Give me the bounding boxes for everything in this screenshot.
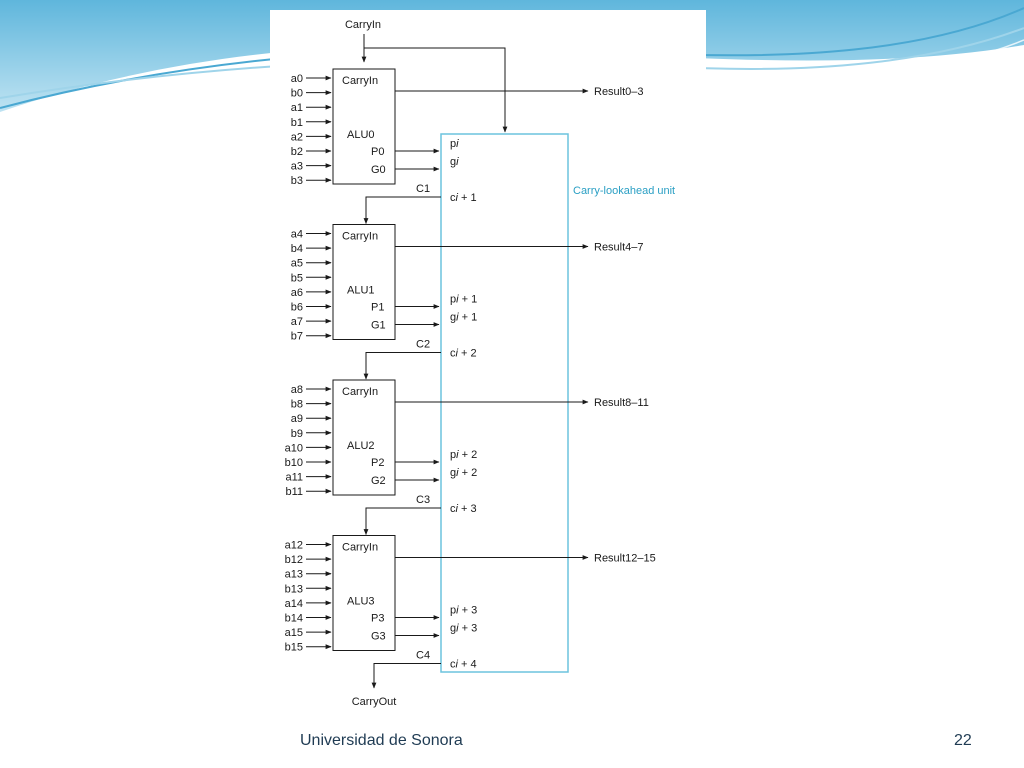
alu2-input-b9: b9 <box>291 428 303 440</box>
alu0-input-a2: a2 <box>291 131 303 143</box>
alu3-carry-wire-label: C4 <box>416 650 430 662</box>
alu1-carryin-label: CarryIn <box>342 231 378 243</box>
alu1-result-label: Result4–7 <box>594 242 644 254</box>
alu3-box <box>332 535 396 651</box>
carryin-to-cla-wire <box>364 47 508 133</box>
alu2-input-a8: a8 <box>291 384 303 396</box>
carryout-label: CarryOut <box>352 696 397 708</box>
alu1-cla-c-label: ci + 2 <box>450 348 477 360</box>
alu0-carry-wire <box>363 196 441 225</box>
alu3-result-label: Result12–15 <box>594 553 656 565</box>
alu0-input-b1: b1 <box>291 117 303 129</box>
alu3-input-a15: a15 <box>285 627 303 639</box>
cla-unit-title: Carry-lookahead unit <box>573 185 675 197</box>
alu1-name: ALU1 <box>347 285 375 297</box>
alu1-input-b5: b5 <box>291 272 303 284</box>
alu3-cla-c-label: ci + 4 <box>450 659 477 671</box>
alu2-input-a10: a10 <box>285 442 303 454</box>
alu1-carry-wire-label: C2 <box>416 339 430 351</box>
alu0-g-label: G0 <box>371 164 386 176</box>
alu0-carryin-label: CarryIn <box>342 75 378 87</box>
alu3-input-a13: a13 <box>285 569 303 581</box>
alu3-cla-p-label: pi + 3 <box>450 605 477 617</box>
alu2-result-label: Result8–11 <box>594 397 649 409</box>
alu3-input-a12: a12 <box>285 540 303 552</box>
alu0-cla-g-label: gi <box>450 156 459 168</box>
alu2-input-a9: a9 <box>291 413 303 425</box>
alu1-input-a4: a4 <box>291 229 303 241</box>
alu3-input-b14: b14 <box>285 613 303 625</box>
alu0-input-a3: a3 <box>291 161 303 173</box>
alu2-g-label: G2 <box>371 475 386 487</box>
alu2-carry-wire-label: C3 <box>416 494 430 506</box>
alu0-input-a0: a0 <box>291 73 303 85</box>
alu3-cla-g-label: gi + 3 <box>450 623 477 635</box>
alu3-input-a14: a14 <box>285 598 303 610</box>
alu3-carryin-label: CarryIn <box>342 542 378 554</box>
alu1-cla-g-label: gi + 1 <box>450 312 477 324</box>
alu1-input-a5: a5 <box>291 258 303 270</box>
cla-unit-box <box>440 133 569 673</box>
alu0-result-label: Result0–3 <box>594 86 644 98</box>
alu3-carryout-wire <box>371 663 441 689</box>
alu0-input-a1: a1 <box>291 102 303 114</box>
footer-organization: Universidad de Sonora <box>300 732 463 749</box>
alu2-cla-g-label: gi + 2 <box>450 467 477 479</box>
alu1-input-a7: a7 <box>291 316 303 328</box>
alu0-input-b0: b0 <box>291 88 303 100</box>
alu2-input-b11: b11 <box>285 486 303 498</box>
alu2-carryin-label: CarryIn <box>342 386 378 398</box>
alu0-input-b2: b2 <box>291 146 303 158</box>
alu2-p-label: P2 <box>371 457 384 469</box>
alu2-name: ALU2 <box>347 440 375 452</box>
alu1-input-a6: a6 <box>291 287 303 299</box>
alu0-cla-c-label: ci + 1 <box>450 192 477 204</box>
alu0-box <box>332 68 396 185</box>
alu2-cla-p-label: pi + 2 <box>450 449 477 461</box>
alu0-carry-wire-label: C1 <box>416 183 430 195</box>
alu1-input-b6: b6 <box>291 302 303 314</box>
alu3-name: ALU3 <box>347 596 375 608</box>
alu1-carry-wire <box>363 352 441 380</box>
alu2-input-b8: b8 <box>291 399 303 411</box>
alu3-g-label: G3 <box>371 631 386 643</box>
alu3-input-b13: b13 <box>285 583 303 595</box>
alu0-input-b3: b3 <box>291 175 303 187</box>
alu2-cla-c-label: ci + 3 <box>450 503 477 515</box>
page-number: 22 <box>954 732 972 749</box>
alu2-input-b10: b10 <box>285 457 303 469</box>
alu1-g-label: G1 <box>371 320 386 332</box>
alu1-input-b4: b4 <box>291 243 303 255</box>
alu3-p-label: P3 <box>371 613 384 625</box>
alu3-input-b12: b12 <box>285 554 303 566</box>
alu2-input-a11: a11 <box>285 472 303 484</box>
alu1-cla-p-label: pi + 1 <box>450 294 477 306</box>
top-wave-shape <box>0 0 1024 112</box>
alu3-input-b15: b15 <box>285 642 303 654</box>
alu0-name: ALU0 <box>347 129 375 141</box>
top-carryin-label: CarryIn <box>345 19 381 31</box>
alu1-box <box>332 224 396 340</box>
alu0-p-label: P0 <box>371 146 384 158</box>
alu1-input-b7: b7 <box>291 331 303 343</box>
alu2-box <box>332 379 396 496</box>
alu0-cla-p-label: pi <box>450 138 459 150</box>
alu1-p-label: P1 <box>371 302 384 314</box>
alu2-carry-wire <box>363 507 441 536</box>
